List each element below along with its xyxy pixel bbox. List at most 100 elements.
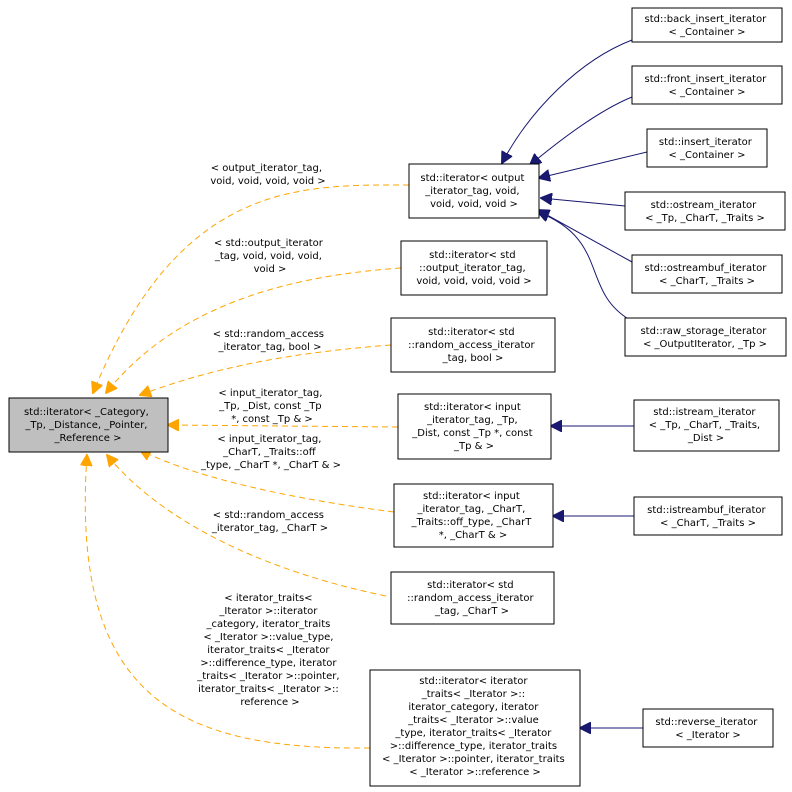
node-back-insert[interactable]: std::back_insert_iterator < _Container > — [631, 7, 783, 43]
node-it-input-tp[interactable]: std::iterator< input _iterator_tag, _Tp,… — [397, 393, 552, 460]
node-line: _iterator_tag, void, — [424, 186, 519, 197]
inheritance-edges — [502, 39, 648, 728]
edge-std-output — [106, 267, 402, 393]
edge-labels: < output_iterator_tag, void, void, void,… — [196, 163, 342, 708]
label-line: _Tp, _Dist, const _Tp — [218, 401, 322, 412]
svg-text:std::ostream_iterator: std::ostream_iterator < _Tp, _CharT, _Tr… — [645, 200, 765, 224]
node-line: void, void, void > — [430, 199, 518, 210]
label-line: _iterator_tag, bool > — [218, 342, 322, 353]
label-line: < std::random_access — [213, 510, 324, 521]
node-it-output[interactable]: std::iterator< output _iterator_tag, voi… — [408, 163, 540, 219]
node-line: std::insert_iterator — [659, 137, 753, 148]
label-line: >::difference_type, iterator — [200, 658, 337, 669]
label-line: _type, _CharT *, _CharT & > — [200, 460, 341, 471]
node-line: ::output_iterator_tag, — [419, 263, 526, 274]
node-it-std-random-bool[interactable]: std::iterator< std ::random_access_itera… — [390, 317, 556, 373]
node-line: ::random_access_iterator — [407, 593, 534, 604]
label-line: _Iterator >::iterator — [218, 606, 318, 617]
nodes: std::iterator< _Category, _Tp, _Distance… — [8, 7, 787, 787]
node-line: < _Iterator > — [675, 730, 741, 741]
svg-text:std::iterator< output: std::iterator< output _iterator_tag, voi… — [420, 173, 527, 210]
node-line: _traits< _Iterator >:: — [421, 689, 525, 700]
edge-label-input-chart: < input_iterator_tag, _CharT, _Traits::o… — [200, 434, 341, 471]
svg-text:std::iterator< std ::r: std::iterator< std ::random_access_itera… — [407, 580, 537, 617]
edge-label-input-tp: < input_iterator_tag, _Tp, _Dist, const … — [218, 388, 325, 425]
label-line: _traits< _Iterator >::pointer, — [196, 671, 339, 682]
node-line: std::iterator< std — [429, 250, 516, 261]
node-line: _Reference > — [54, 433, 122, 444]
node-line: std::istream_iterator — [653, 407, 756, 418]
node-istreambuf[interactable]: std::istreambuf_iterator < _CharT, _Trai… — [633, 496, 783, 536]
node-ostreambuf[interactable]: std::ostreambuf_iterator < _CharT, _Trai… — [631, 254, 783, 294]
node-line: std::reverse_iterator — [655, 717, 758, 728]
node-line: < _CharT, _Traits > — [659, 276, 755, 287]
edge-ostreambuf — [538, 210, 633, 263]
node-line: std::iterator< iterator — [419, 676, 528, 687]
svg-text:std::insert_iterator <: std::insert_iterator < _Container > — [659, 137, 755, 161]
svg-text:std::iterator< input _: std::iterator< input _iterator_tag, _Tp,… — [411, 402, 536, 452]
edge-front-insert — [530, 96, 633, 165]
node-line: ::random_access_iterator — [408, 340, 535, 351]
node-line: *, _CharT & > — [439, 530, 508, 541]
node-line: _type, iterator_traits< _Iterator — [394, 728, 552, 739]
node-line: std::ostream_iterator — [651, 200, 758, 211]
node-it-std-random-chart[interactable]: std::iterator< std ::random_access_itera… — [390, 571, 555, 625]
edge-label-traits: < iterator_traits< _Iterator >::iterator… — [196, 593, 342, 708]
node-line: < _CharT, _Traits > — [660, 518, 756, 529]
node-line: void, void, void, void > — [416, 276, 531, 287]
node-line: iterator_category, iterator — [408, 702, 539, 713]
label-line: iterator_traits< _Iterator >:: — [198, 684, 339, 695]
edge-std-random-bool — [140, 344, 392, 395]
label-line: void > — [254, 264, 287, 275]
edge-raw-storage — [538, 212, 631, 321]
node-line: < _Container > — [669, 150, 746, 161]
node-line: std::iterator< input — [424, 402, 521, 413]
node-reverse[interactable]: std::reverse_iterator < _Iterator > — [642, 708, 774, 748]
template-edges — [85, 184, 410, 749]
edge-back-insert — [502, 39, 633, 163]
node-line: _Dist > — [687, 433, 724, 444]
label-line: _tag, void, void, void, — [214, 251, 322, 262]
edge-insert — [539, 151, 648, 178]
edge-std-random-chart — [107, 455, 387, 597]
svg-text:std::raw_storage_iterator: std::raw_storage_iterator < _OutputItera… — [640, 326, 769, 350]
node-line: std::iterator< std — [428, 327, 515, 338]
edge-label-std-random-chart: < std::random_access _iterator_tag, _Cha… — [211, 510, 328, 534]
edge-output — [93, 184, 410, 393]
node-insert[interactable]: std::insert_iterator < _Container > — [646, 128, 768, 168]
node-line: std::ostreambuf_iterator — [644, 263, 767, 274]
svg-text:std::iterator< iterator: std::iterator< iterator _traits< _Iterat… — [382, 676, 568, 778]
node-line: std::front_insert_iterator — [645, 74, 768, 85]
node-line: _iterator_tag, _CharT, — [416, 504, 525, 515]
node-line: std::iterator< std — [427, 580, 514, 591]
edge-input-chart — [140, 450, 395, 513]
node-line: < _Iterator >::reference > — [409, 767, 541, 778]
node-line: < _Container > — [669, 87, 746, 98]
node-line: std::raw_storage_iterator — [640, 326, 767, 337]
label-line: reference > — [240, 697, 299, 708]
node-line: _tag, bool > — [442, 353, 504, 364]
node-it-input-chart[interactable]: std::iterator< input _iterator_tag, _Cha… — [393, 483, 554, 548]
node-line: < _OutputIterator, _Tp > — [643, 339, 767, 350]
label-line: < input_iterator_tag, — [217, 434, 321, 445]
node-line: _Traits::off_type, _CharT — [410, 517, 532, 528]
node-ostream[interactable]: std::ostream_iterator < _Tp, _CharT, _Tr… — [624, 191, 786, 231]
node-line: < _Tp, _CharT, _Traits > — [645, 213, 765, 224]
node-it-traits[interactable]: std::iterator< iterator _traits< _Iterat… — [369, 669, 581, 787]
node-raw-storage[interactable]: std::raw_storage_iterator < _OutputItera… — [624, 317, 787, 357]
label-line: < input_iterator_tag, — [218, 388, 322, 399]
node-line: < _Tp, _CharT, _Traits, — [649, 420, 760, 431]
node-line: std::iterator< input — [423, 491, 520, 502]
edge-ostream — [541, 198, 626, 207]
node-line: _traits< _Iterator >::value — [407, 715, 539, 726]
label-line: _iterator_tag, _CharT > — [211, 523, 328, 534]
node-it-std-output[interactable]: std::iterator< std ::output_iterator_tag… — [400, 240, 548, 296]
label-line: < iterator_traits< — [224, 593, 312, 604]
label-line: < _Iterator >::value_type, — [203, 632, 333, 643]
svg-text:std::front_insert_iterator: std::front_insert_iterator < _Container … — [645, 74, 770, 98]
node-front-insert[interactable]: std::front_insert_iterator < _Container … — [631, 65, 783, 105]
edge-label-std-output: < std::output_iterator _tag, void, void,… — [214, 238, 326, 275]
node-istream[interactable]: std::istream_iterator < _Tp, _CharT, _Tr… — [633, 399, 780, 452]
node-root[interactable]: std::iterator< _Category, _Tp, _Distance… — [8, 397, 169, 453]
